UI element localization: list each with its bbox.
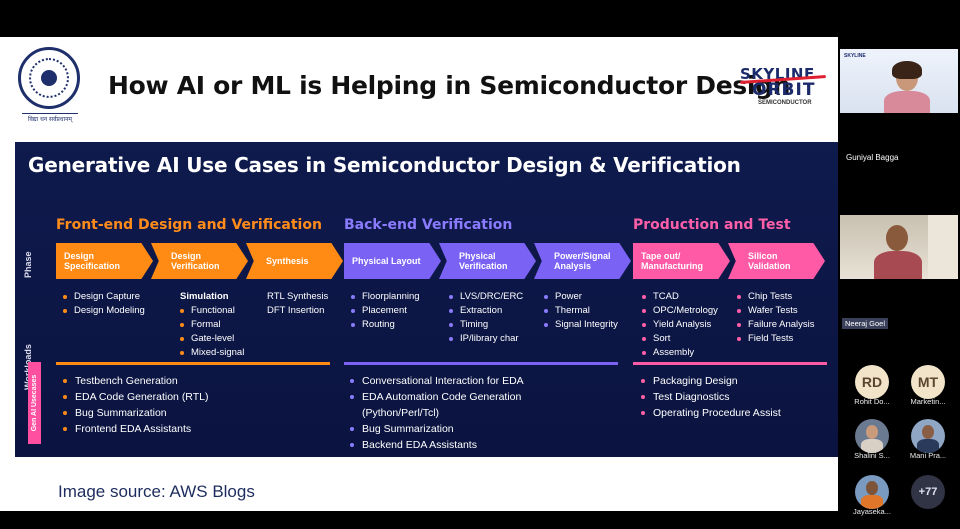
genai-back-end: Conversational Interaction for EDA EDA A… — [350, 373, 524, 453]
slide-title: How AI or ML is Helping in Semiconductor… — [108, 71, 791, 100]
avatar-shalini[interactable] — [855, 419, 889, 453]
workloads-tape-out: TCAD OPC/Metrology Yield Analysis Sort A… — [642, 290, 718, 360]
section-front-end: Front-end Design and Verification — [56, 217, 322, 233]
genai-infographic: Generative AI Use Cases in Semiconductor… — [15, 142, 838, 457]
video-tile-neeraj[interactable] — [840, 215, 958, 279]
slide-header: विद्या धन सर्वप्रधानम् How AI or ML is H… — [0, 37, 838, 134]
list-item: Sort — [642, 332, 718, 346]
list-item: RTL Synthesis — [267, 291, 329, 302]
workloads-design-verif: Simulation Functional Formal Gate-level … — [180, 290, 244, 360]
list-item: EDA Automation Code Generation — [350, 389, 524, 405]
participants-panel[interactable]: SKYLINE Guniyal Bagga Neeraj Goel RD Roh… — [838, 37, 960, 529]
phase-design-verification: Design Verification — [151, 243, 248, 279]
list-item: Gate-level — [180, 332, 244, 346]
avatar-mani[interactable] — [911, 419, 945, 453]
list-item: (Python/Perl/Tcl) — [362, 407, 440, 419]
avatar-name: Rohit Do... — [854, 397, 890, 406]
workloads-design-spec: Design Capture Design Modeling — [63, 290, 145, 318]
section-production: Production and Test — [633, 217, 791, 233]
list-item: Testbench Generation — [63, 373, 208, 389]
list-item: Yield Analysis — [642, 318, 718, 332]
list-item: Design Modeling — [63, 304, 145, 318]
image-source: Image source: AWS Blogs — [58, 482, 255, 501]
list-item: Chip Tests — [737, 290, 815, 304]
list-item: Timing — [449, 318, 523, 332]
participant-name-guniyal: Guniyal Bagga — [846, 153, 899, 162]
more-participants-button[interactable]: +77 — [911, 475, 945, 509]
row-label-phase: Phase — [23, 251, 33, 278]
infographic-title: Generative AI Use Cases in Semiconductor… — [28, 153, 741, 177]
list-item: Power — [544, 290, 618, 304]
workloads-synthesis: RTL Synthesis DFT Insertion — [267, 290, 328, 318]
avatar-rohit[interactable]: RD — [855, 365, 889, 399]
participant-face — [886, 225, 908, 251]
list-item: Extraction — [449, 304, 523, 318]
avatar-marketing[interactable]: MT — [911, 365, 945, 399]
shared-slide: विद्या धन सर्वप्रधानम् How AI or ML is H… — [0, 37, 838, 511]
institute-logo-icon — [18, 47, 80, 109]
divider-prod — [633, 362, 827, 365]
workloads-power-signal: Power Thermal Signal Integrity — [544, 290, 618, 332]
phase-tape-out: Tape out/ Manufacturing — [633, 243, 730, 279]
avatar-jayasekar[interactable] — [855, 475, 889, 509]
row-label-genai: Gen AI Usecases — [28, 362, 41, 444]
avatar-name: Marketin... — [910, 397, 946, 406]
list-item: Field Tests — [737, 332, 815, 346]
skyline-orbit-logo: SKYLINE ORBIT SEMICONDUCTOR — [740, 65, 828, 109]
list-item: TCAD — [642, 290, 718, 304]
phase-physical-verification: Physical Verification — [439, 243, 536, 279]
phase-power-signal-analysis: Power/Signal Analysis — [534, 243, 631, 279]
list-item: Conversational Interaction for EDA — [350, 373, 524, 389]
list-item: DFT Insertion — [267, 305, 325, 316]
list-item: Signal Integrity — [544, 318, 618, 332]
list-item: Bug Summarization — [63, 405, 208, 421]
list-item: Functional — [180, 304, 244, 318]
list-item: OPC/Metrology — [642, 304, 718, 318]
divider-back — [344, 362, 618, 365]
video-tile-guniyal[interactable]: SKYLINE — [840, 49, 958, 113]
list-item: Backend EDA Assistants — [350, 437, 524, 453]
list-item: Wafer Tests — [737, 304, 815, 318]
phase-design-specification: Design Specification — [56, 243, 153, 279]
participant-name-neeraj: Neeraj Goel — [842, 318, 889, 329]
list-item: Placement — [351, 304, 420, 318]
list-item: IP/library char — [449, 332, 523, 346]
list-item: Routing — [351, 318, 420, 332]
workloads-physical-layout: Floorplanning Placement Routing — [351, 290, 420, 332]
logo-caption: विद्या धन सर्वप्रधानम् — [22, 113, 78, 123]
avatar-name: Shalini S... — [854, 451, 890, 460]
workloads-physical-verif: LVS/DRC/ERC Extraction Timing IP/library… — [449, 290, 523, 346]
list-item: Mixed-signal — [180, 346, 244, 360]
genai-production: Packaging Design Test Diagnostics Operat… — [641, 373, 781, 421]
phase-synthesis: Synthesis — [246, 243, 343, 279]
genai-front-end: Testbench Generation EDA Code Generation… — [63, 373, 208, 437]
list-item: Thermal — [544, 304, 618, 318]
list-item: Assembly — [642, 346, 718, 360]
phase-silicon-validation: Silicon Validation — [728, 243, 825, 279]
phase-physical-layout: Physical Layout — [344, 243, 441, 279]
section-back-end: Back-end Verification — [344, 217, 513, 233]
workloads-silicon-validation: Chip Tests Wafer Tests Failure Analysis … — [737, 290, 815, 346]
list-heading: Simulation — [180, 291, 229, 302]
list-item: Frontend EDA Assistants — [63, 421, 208, 437]
list-item: Test Diagnostics — [641, 389, 781, 405]
list-item: Packaging Design — [641, 373, 781, 389]
list-item: Operating Procedure Assist — [641, 405, 781, 421]
list-item: EDA Code Generation (RTL) — [63, 389, 208, 405]
divider-front — [56, 362, 330, 365]
list-item: Formal — [180, 318, 244, 332]
list-item: LVS/DRC/ERC — [449, 290, 523, 304]
list-item: Floorplanning — [351, 290, 420, 304]
list-item: Design Capture — [63, 290, 145, 304]
avatar-name: Mani Pra... — [909, 451, 947, 460]
list-item: Bug Summarization — [350, 421, 524, 437]
avatar-name: Jayaseka... — [853, 507, 891, 516]
list-item: Failure Analysis — [737, 318, 815, 332]
